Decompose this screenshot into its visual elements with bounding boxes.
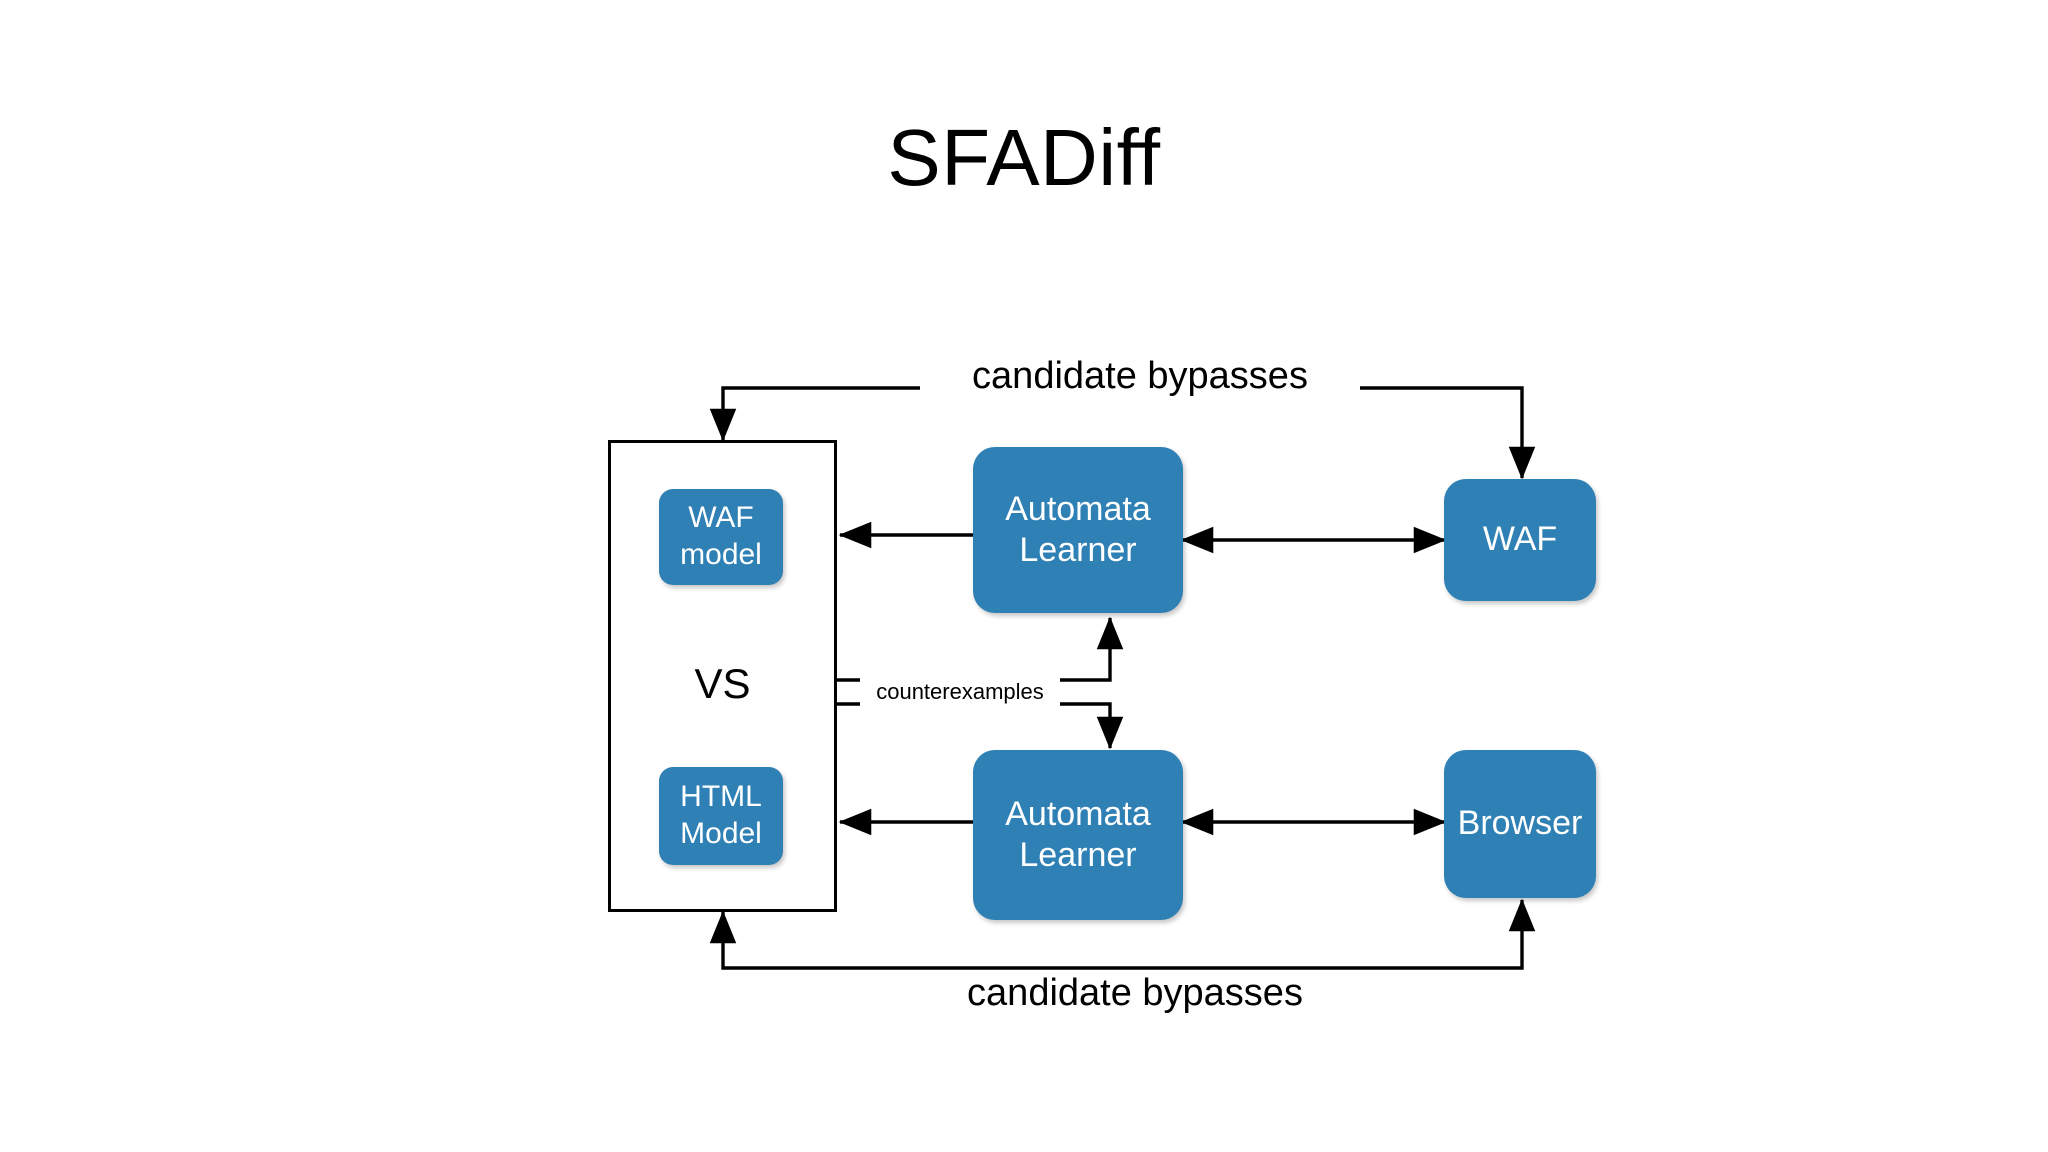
node-automata-learner-bottom[interactable]: Automata Learner — [973, 750, 1183, 920]
label-counterexamples: counterexamples — [860, 670, 1060, 714]
page-title: SFADiff — [887, 113, 1161, 202]
edge-candidate-bypasses-bottom — [709, 898, 1536, 970]
label-candidate-bypasses-bottom: candidate bypasses — [915, 972, 1355, 1015]
node-automata-learner-top[interactable]: Automata Learner — [973, 447, 1183, 613]
vs-separator-label: VS — [694, 660, 751, 707]
label-candidate-bypasses-top: candidate bypasses — [920, 355, 1360, 398]
node-waf[interactable]: WAF — [1444, 479, 1596, 601]
node-browser[interactable]: Browser — [1444, 750, 1596, 898]
node-html-model[interactable]: HTML Model — [659, 767, 783, 865]
node-waf-model[interactable]: WAF model — [659, 489, 783, 585]
